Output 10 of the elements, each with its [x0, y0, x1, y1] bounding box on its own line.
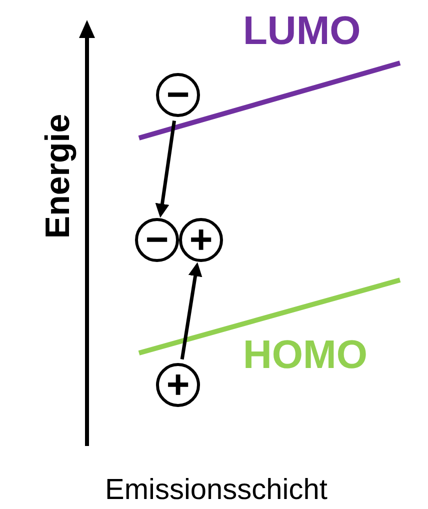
charge-sign: −: [166, 75, 190, 115]
level-label: HOMO: [243, 332, 368, 379]
layer-label: Emissionsschicht: [105, 473, 328, 508]
arrow: [180, 262, 202, 360]
level-label: LUMO: [243, 8, 361, 55]
axis-label: Energie: [38, 112, 78, 241]
charge-sign: −: [145, 220, 169, 260]
arrow: [155, 120, 176, 218]
charge-sign: +: [189, 220, 213, 260]
charge-sign: +: [166, 365, 190, 405]
